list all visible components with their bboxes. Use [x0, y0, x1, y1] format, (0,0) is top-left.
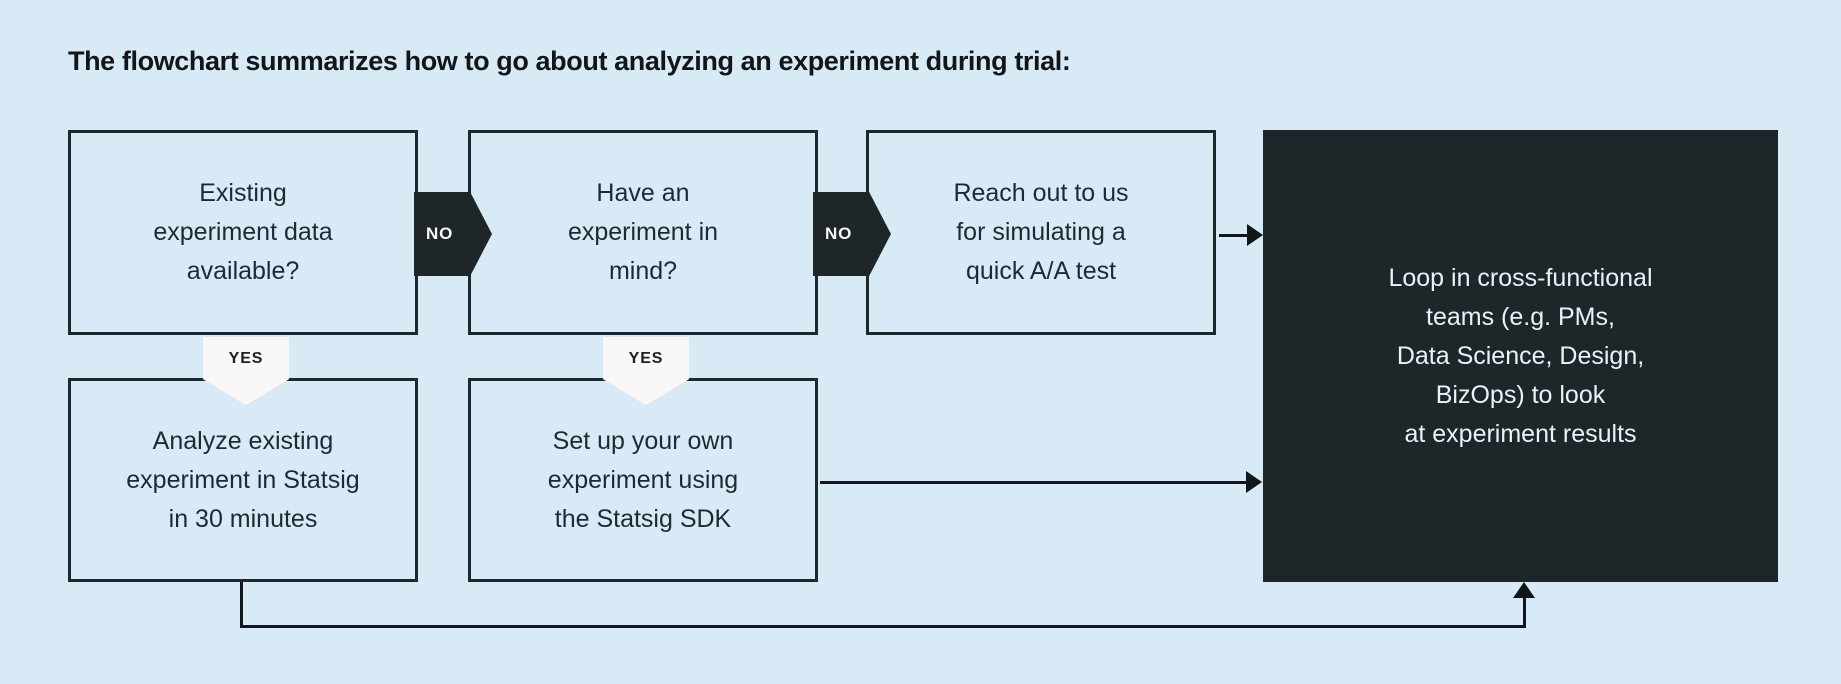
edge-analyze-to-loop-segment-up — [1523, 596, 1526, 628]
flow-node-label: Loop in cross-functional teams (e.g. PMs… — [1388, 263, 1653, 448]
edge-analyze-to-loop-segment-across — [240, 625, 1526, 628]
flow-node-existing-data[interactable]: Existing experiment data available? — [68, 130, 418, 335]
edge-reach-to-loop-line — [1219, 234, 1251, 237]
flow-node-experiment-in-mind[interactable]: Have an experiment in mind? — [468, 130, 818, 335]
flow-node-label: Existing experiment data available? — [153, 179, 333, 285]
flow-node-label: Reach out to us for simulating a quick A… — [953, 179, 1129, 285]
edge-reach-to-loop-arrowhead-icon — [1247, 224, 1263, 246]
edge-setup-to-loop-arrowhead-icon — [1246, 471, 1262, 493]
flow-node-set-up-own[interactable]: Set up your own experiment using the Sta… — [468, 378, 818, 582]
edge-analyze-to-loop-segment-down — [240, 582, 243, 628]
page-title: The flowchart summarizes how to go about… — [68, 46, 1071, 76]
flow-node-label: Analyze existing experiment in Statsig i… — [126, 426, 360, 533]
flow-node-label: Have an experiment in mind? — [567, 179, 719, 285]
flow-node-reach-out[interactable]: Reach out to us for simulating a quick A… — [866, 130, 1216, 335]
flow-node-analyze-existing[interactable]: Analyze existing experiment in Statsig i… — [68, 378, 418, 582]
edge-analyze-to-loop-arrowhead-icon — [1513, 582, 1535, 598]
flow-node-loop-in-teams[interactable]: Loop in cross-functional teams (e.g. PMs… — [1263, 130, 1778, 582]
flow-node-label: Set up your own experiment using the Sta… — [547, 426, 739, 533]
edge-setup-to-loop-line — [820, 481, 1248, 484]
